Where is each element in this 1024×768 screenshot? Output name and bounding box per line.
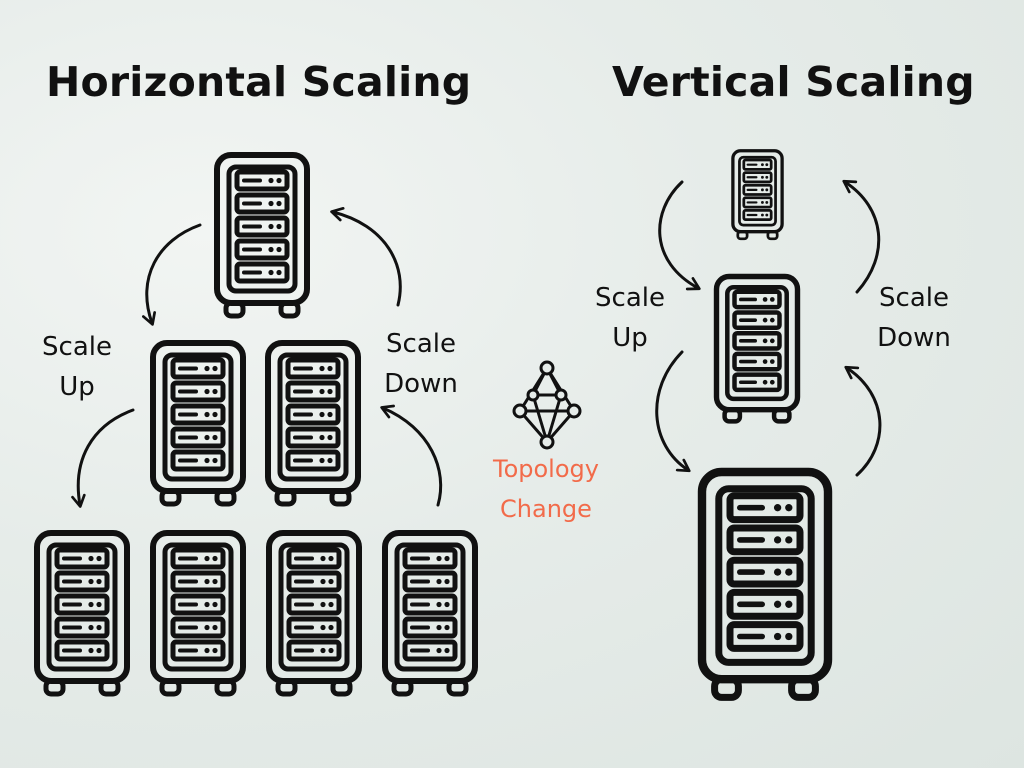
- scale-up-arrow-icon: [71, 408, 135, 508]
- horizontal-scaling-title: Horizontal Scaling: [46, 58, 472, 106]
- scale-down-arrow-icon: [330, 207, 402, 307]
- scale-down-arrow-icon: [844, 365, 882, 477]
- server-icon: [153, 533, 243, 694]
- server-icon: [269, 533, 359, 694]
- scale-down-arrow-icon: [842, 179, 881, 294]
- scale-down-arrow-icon: [380, 404, 443, 507]
- scale-up-arrow-icon: [658, 180, 701, 291]
- server-icon: [385, 533, 475, 694]
- server-large-icon: [702, 472, 828, 697]
- scale-up-arrow-icon: [141, 223, 202, 326]
- server-icon: [153, 343, 243, 504]
- horizontal-arrows: [71, 207, 443, 508]
- scale-up-arrow-icon: [655, 350, 691, 473]
- vertical-scaling-title: Vertical Scaling: [612, 58, 975, 106]
- vertical-arrows: [655, 179, 882, 477]
- server-medium-icon: [717, 277, 798, 422]
- server-small-icon: [731, 149, 784, 241]
- network-topology-icon: [512, 360, 582, 450]
- vertical-servers: [702, 149, 828, 698]
- server-icon: [37, 533, 127, 694]
- server-icon: [217, 155, 307, 316]
- server-icon: [268, 343, 358, 504]
